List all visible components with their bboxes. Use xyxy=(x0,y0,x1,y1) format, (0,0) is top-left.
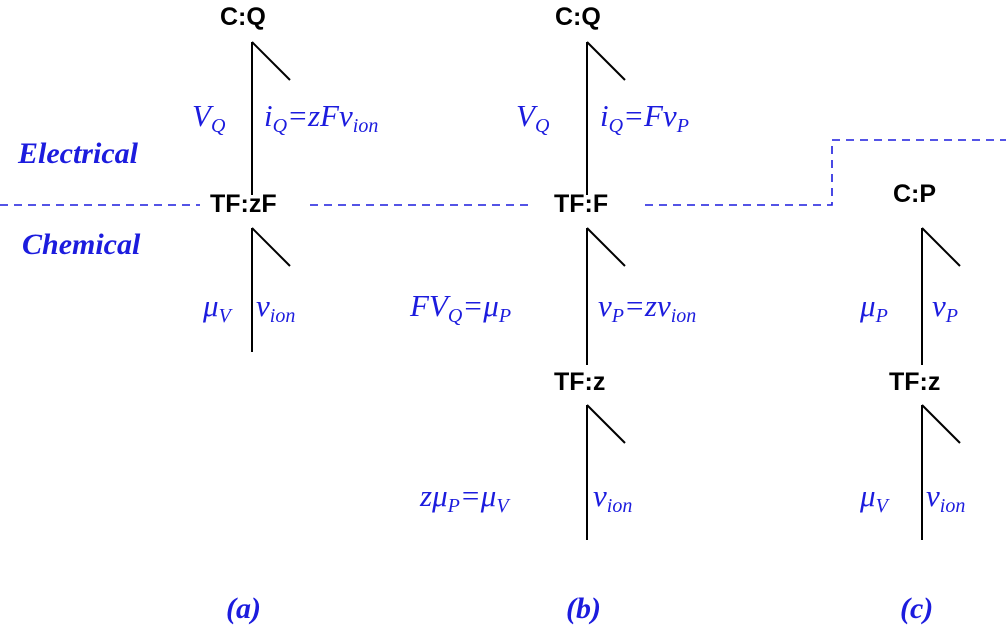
bond-a-upper xyxy=(251,41,291,195)
domain-label-electrical: Electrical xyxy=(18,137,138,171)
domain-electrical-text: Electrical xyxy=(18,137,138,170)
flow-c-upper: vP xyxy=(932,288,958,327)
flow-b-middle: vP=zvion xyxy=(598,288,697,327)
effort-c-upper: μP xyxy=(860,288,888,327)
node-b-tf-f: TF:F xyxy=(554,190,609,218)
domain-label-chemical: Chemical xyxy=(22,228,140,262)
node-c-cp: C:P xyxy=(893,180,937,208)
bond-c-upper xyxy=(921,227,961,365)
flow-b-lower: vion xyxy=(593,478,633,517)
flow-c-lower: vion xyxy=(926,478,966,517)
bond-b-upper xyxy=(586,41,626,195)
node-a-tf-zf: TF:zF xyxy=(210,190,277,218)
bond-a-lower xyxy=(251,227,291,352)
panel-label-a: (a) xyxy=(226,592,261,625)
flow-a-lower: vion xyxy=(256,288,296,327)
panel-label-b: (b) xyxy=(566,592,601,625)
flow-a-upper: iQ=zFvion xyxy=(264,98,379,137)
effort-b-upper: VQ xyxy=(516,98,550,137)
node-b-cq: C:Q xyxy=(555,3,601,31)
node-a-cq: C:Q xyxy=(220,3,266,31)
domain-chemical-text: Chemical xyxy=(22,228,141,261)
effort-b-lower: zμP=μV xyxy=(420,478,509,517)
bond-c-lower xyxy=(921,404,961,540)
effort-b-middle: FVQ=μP xyxy=(410,288,512,327)
flow-b-upper: iQ=FvP xyxy=(600,98,689,137)
domain-boundary-line xyxy=(0,139,1006,206)
node-c-tf-z: TF:z xyxy=(889,368,941,396)
panel-label-c: (c) xyxy=(900,592,934,625)
bond-b-middle xyxy=(586,227,626,365)
effort-c-lower: μV xyxy=(860,478,888,517)
node-b-tf-z: TF:z xyxy=(554,368,606,396)
bond-b-lower xyxy=(586,404,626,540)
effort-a-lower: μV xyxy=(203,288,231,327)
effort-a-upper: VQ xyxy=(192,98,226,137)
